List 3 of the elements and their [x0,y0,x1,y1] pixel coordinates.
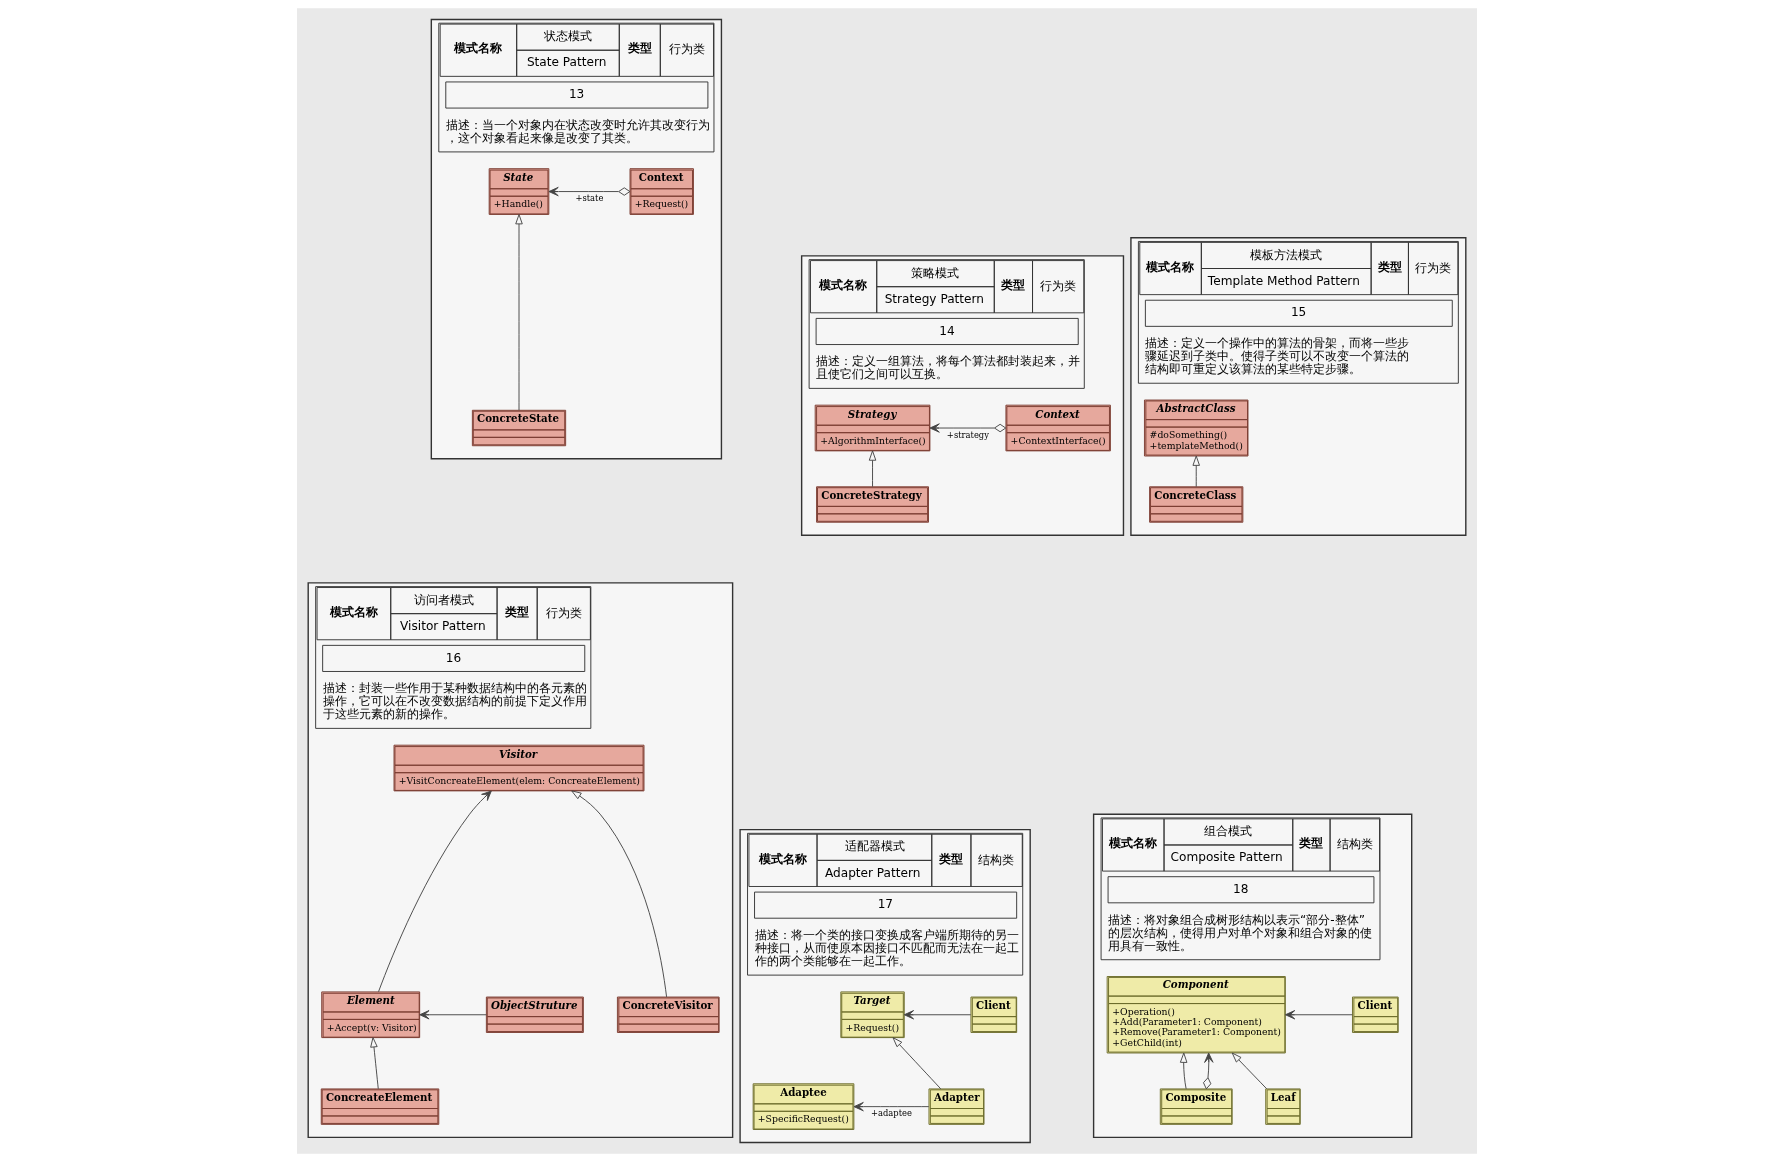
edge-label: +adaptee [870,1108,912,1119]
edge-label: +strategy [946,429,989,440]
edge-label: +state [575,193,604,204]
